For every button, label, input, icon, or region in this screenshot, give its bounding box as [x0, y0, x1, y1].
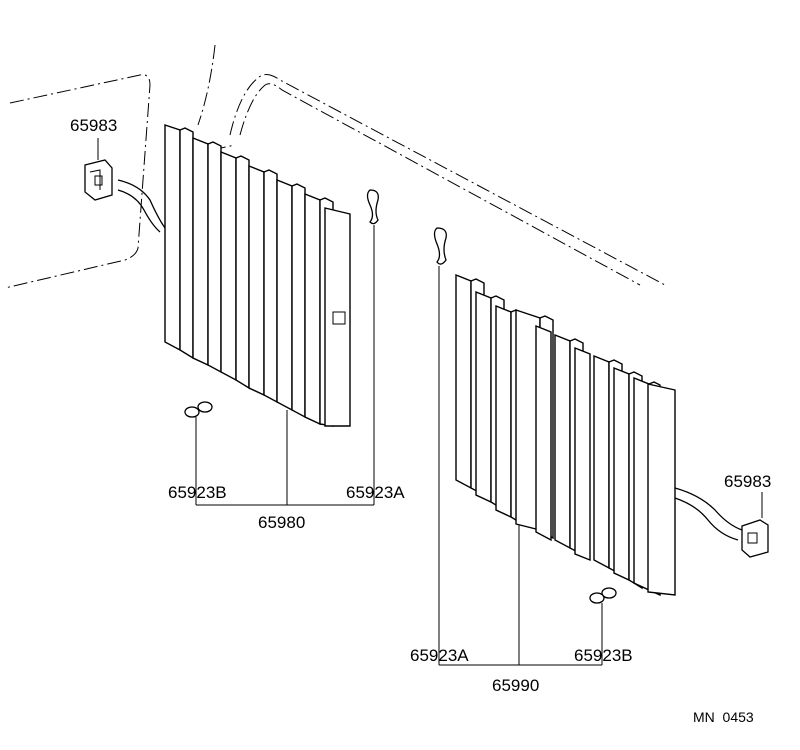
- label-louver-left: 65980: [258, 513, 305, 532]
- right-retainer: [674, 487, 769, 558]
- label-clip-b-left: 65923B: [168, 483, 227, 502]
- left-retainer: [84, 138, 166, 233]
- right-clip-b: [589, 587, 617, 665]
- left-louver: [164, 124, 351, 427]
- right-louver: [455, 273, 676, 597]
- label-clip-a-left: 65923A: [346, 483, 405, 502]
- label-clip-a-right: 65923A: [410, 646, 469, 665]
- label-clip-b-right: 65923B: [574, 646, 633, 665]
- right-clip-a: [433, 227, 447, 665]
- label-retainer-left: 65983: [70, 116, 117, 135]
- left-clip-a: [366, 189, 379, 505]
- label-louver-right: 65990: [492, 676, 539, 695]
- left-clip-b: [184, 401, 213, 505]
- reference-code: MN 0453: [693, 709, 754, 725]
- label-retainer-right: 65983: [724, 472, 771, 491]
